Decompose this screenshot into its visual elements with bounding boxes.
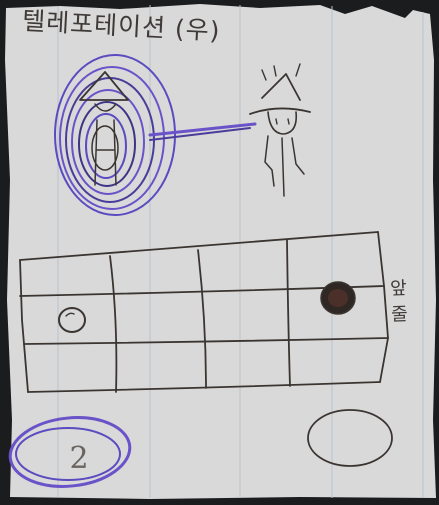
rule-lines	[57, 5, 424, 498]
oval-number: 2	[69, 441, 89, 476]
teleport-spiral-icon	[54, 54, 257, 216]
empty-token-icon	[58, 307, 86, 333]
side-label: 앞 줄	[390, 275, 422, 346]
empty-oval-icon	[307, 409, 393, 467]
purple-oval-icon	[8, 416, 132, 488]
side-label-line-1: 앞	[389, 277, 408, 300]
filled-token-icon	[320, 281, 356, 315]
board-grid	[19, 231, 389, 393]
side-label-line-2: 줄	[390, 303, 409, 326]
wizard-figure-icon	[249, 63, 311, 197]
paper-sheet	[5, 4, 436, 499]
